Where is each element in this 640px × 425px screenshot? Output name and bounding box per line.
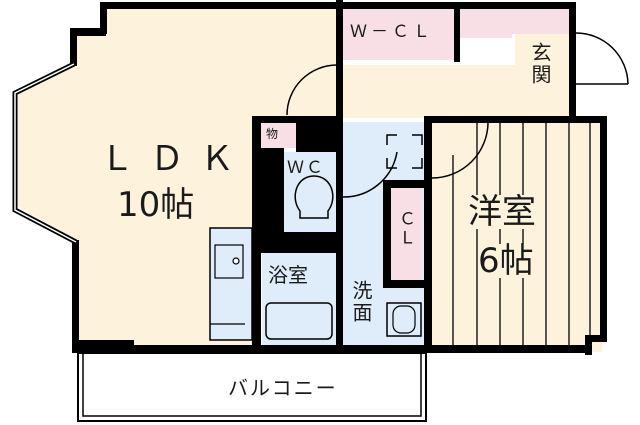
ldk-name: ＬＤＫ [100,139,250,179]
western-room-floor [432,122,602,352]
toilet-fixture [294,175,334,219]
balcony-label: バルコニー [228,376,338,400]
washbasin [386,302,422,337]
bathroom-label: 浴室 [268,263,308,287]
washroom-label: 洗面 [349,280,373,324]
walk-in-closet-label: Ｗ－ＣＬ [350,22,434,42]
closet-label: ＣＬ [395,210,415,248]
storage-floor [258,123,300,148]
closet-floor [390,182,422,282]
ldk-size: 10帖 [117,185,195,225]
wc-label: ＷＣ [287,158,325,178]
shoe-storage-floor [460,8,512,38]
bathtub [265,302,333,340]
kitchen-counter [209,227,253,341]
entrance-label: 玄関 [528,42,552,86]
hall-floor [340,65,515,118]
bathroom-floor [262,253,337,350]
shoe-storage-floor-2 [512,8,574,34]
balcony [77,352,427,422]
storage-label: 物 [266,127,279,141]
western-room-name: 洋室 [468,192,536,232]
ldk-floor [15,5,340,350]
walk-in-closet-floor [342,8,454,60]
entrance-floor [515,34,574,118]
western-room-size: 6帖 [478,241,534,281]
